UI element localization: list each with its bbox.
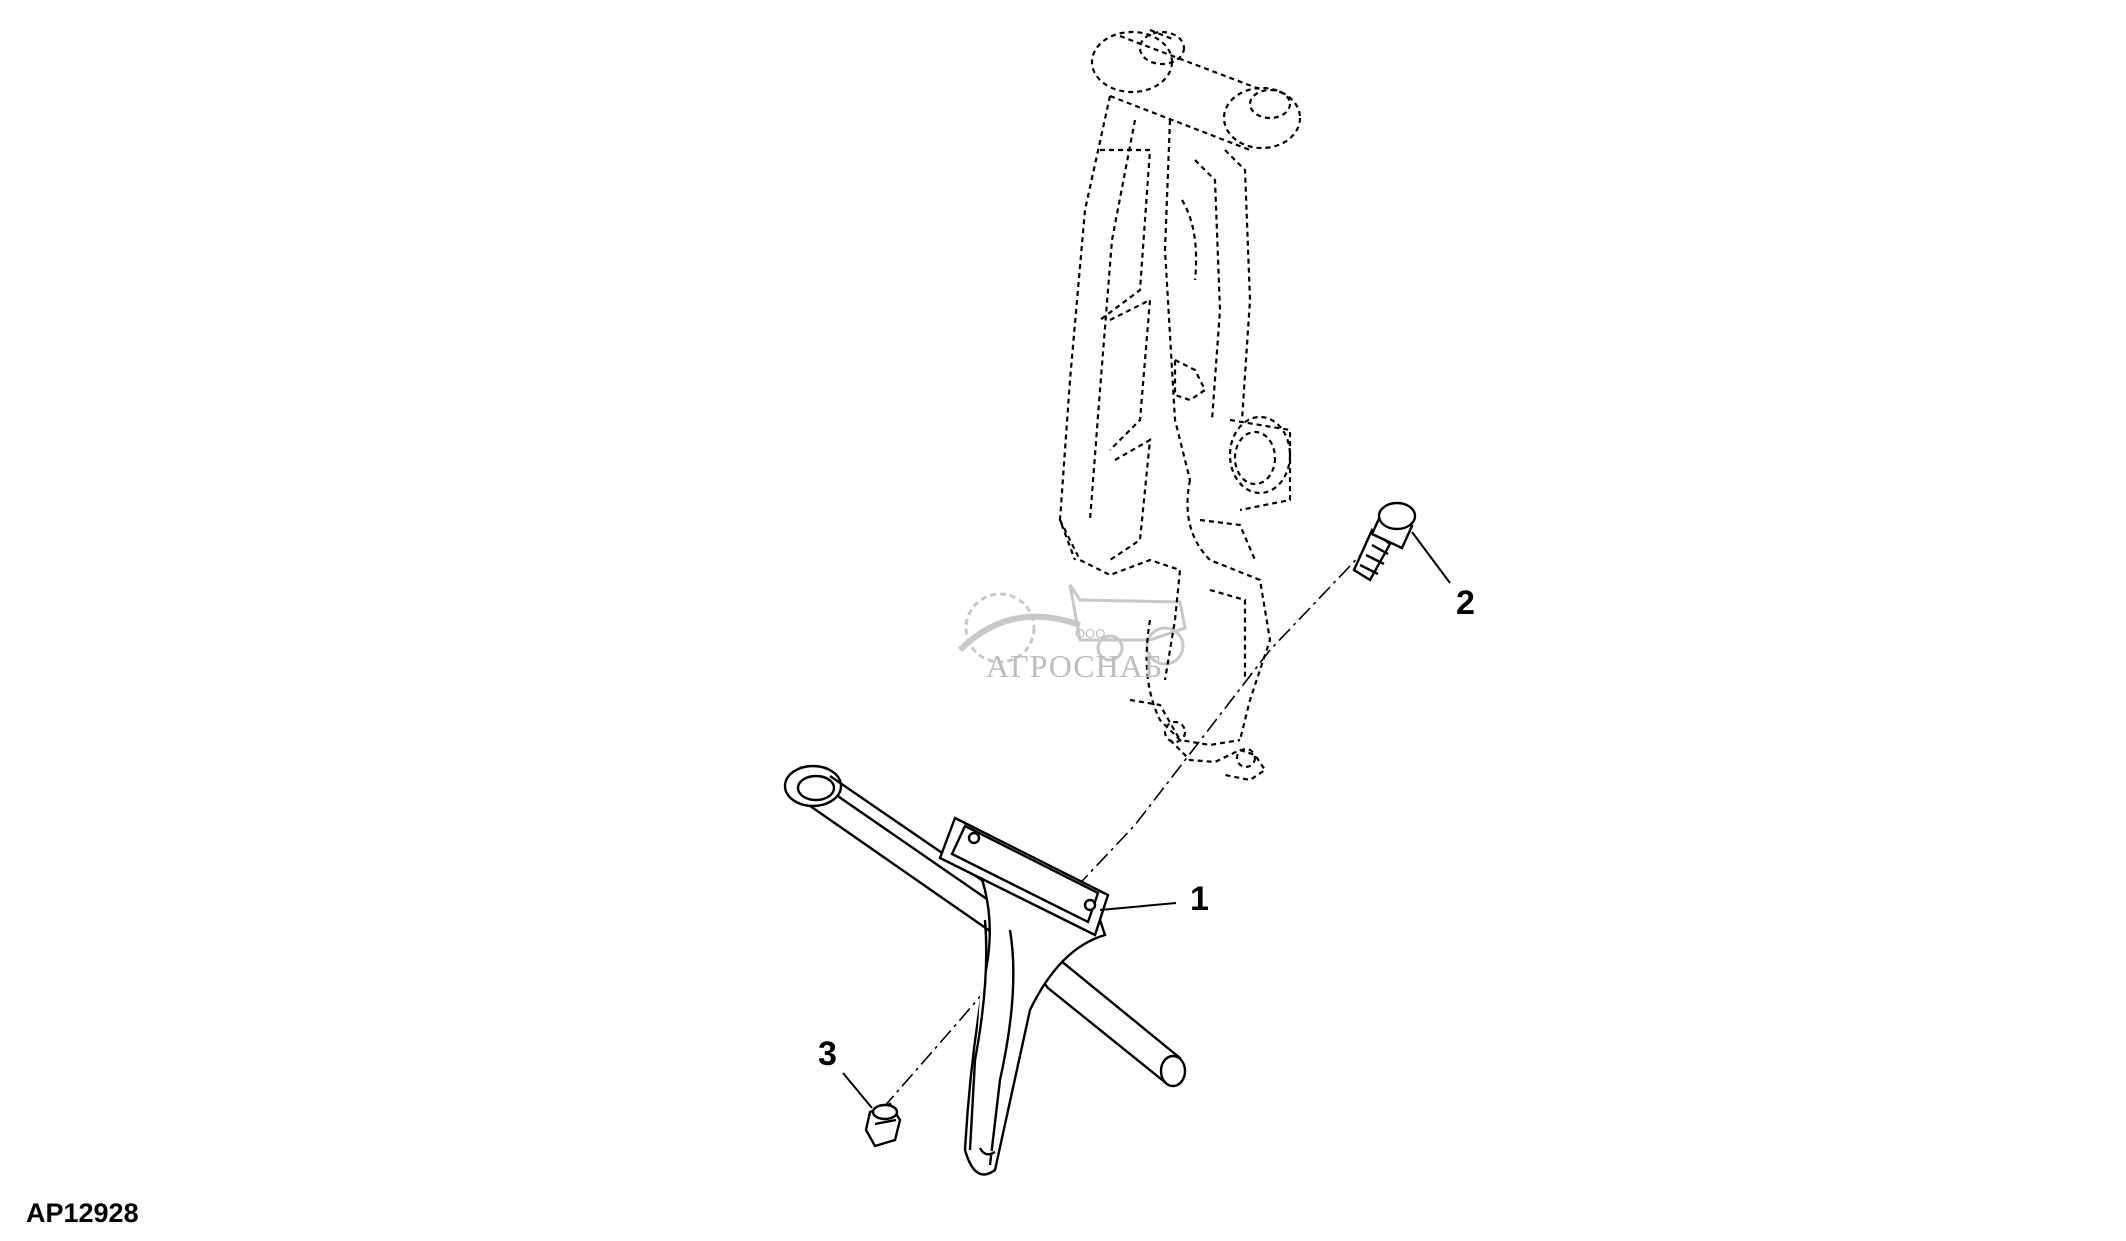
figure-id-label: AP12928	[26, 1198, 139, 1228]
bolt-center-line	[1084, 544, 1371, 879]
leader-line-1	[1099, 902, 1177, 911]
bolt-part	[1352, 501, 1451, 584]
watermark-logo	[957, 584, 1187, 666]
callout-3: 3	[818, 1035, 837, 1073]
watermark-gear-icon	[964, 592, 1036, 664]
watermark-tractor-icon	[1068, 584, 1187, 642]
alignment-lines	[882, 544, 1371, 1109]
watermark-swoosh	[957, 613, 1082, 653]
nut-center-line	[882, 877, 1086, 1109]
leader-line-3	[842, 1072, 873, 1109]
phantom-housing	[1058, 28, 1302, 782]
callout-1: 1	[1190, 880, 1209, 918]
callout-2: 2	[1456, 584, 1475, 622]
leader-line-2	[1411, 531, 1451, 584]
watermark-prefix: ООО	[1075, 626, 1106, 641]
watermark-company-name: АГРОСНАБ	[986, 648, 1164, 684]
oil-pickup-tube	[783, 764, 1187, 1176]
nut-part	[842, 1072, 902, 1148]
